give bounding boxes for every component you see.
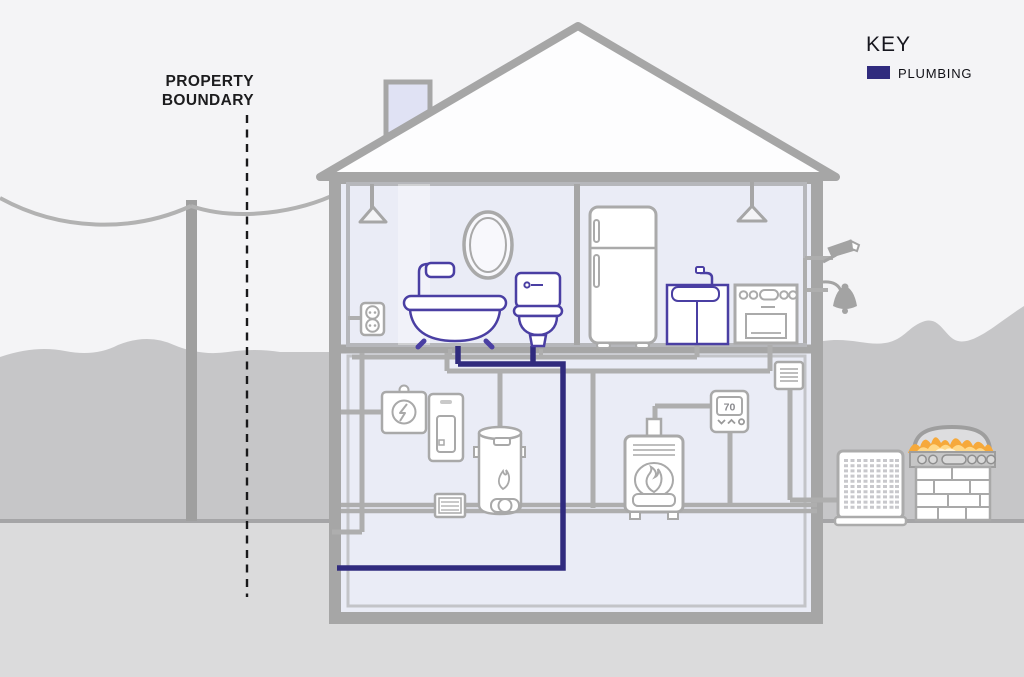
water-heater [473, 425, 526, 516]
gray-pipe-network [332, 180, 839, 535]
furnace [623, 417, 685, 520]
breaker-panel [427, 392, 465, 463]
floor-vent-grate [433, 492, 467, 519]
ac-grille [844, 459, 899, 510]
mode-icon [738, 418, 746, 426]
pendant-light-bathroom [358, 205, 388, 224]
brick-grill [908, 424, 996, 522]
outdoor-lamp [822, 280, 857, 314]
security-camera [822, 239, 861, 264]
power-lines [0, 191, 339, 227]
temp-down-icon [717, 419, 726, 425]
bathtub-with-shower [402, 261, 508, 350]
property-boundary-line1: PROPERTY [166, 73, 255, 90]
grill-bricks [914, 465, 992, 522]
oval-mirror [462, 210, 514, 280]
plumbing-pipe-run [337, 346, 566, 571]
legend-title: KEY [866, 33, 911, 56]
left-ground-hill [0, 339, 332, 524]
utility-pole [186, 200, 197, 521]
temp-up-icon [727, 418, 736, 425]
wall-outlet [359, 301, 386, 337]
thermostat: 70 [709, 389, 750, 434]
toilet [512, 271, 564, 348]
legend: KEY PLUMBING [866, 33, 972, 81]
property-boundary-line2: BOUNDARY [162, 92, 254, 109]
plumbing-swatch [867, 66, 890, 79]
wall-vent [773, 360, 805, 391]
electric-meter [380, 384, 428, 435]
property-boundary-label: PROPERTY BOUNDARY [162, 73, 254, 109]
pendant-light-kitchen [736, 204, 768, 223]
kitchen-sink-cabinet [665, 266, 730, 346]
refrigerator [588, 205, 658, 349]
oven [733, 283, 799, 345]
legend-plumbing-label: PLUMBING [898, 66, 972, 81]
ac-unit [833, 449, 908, 527]
thermostat-reading: 70 [724, 402, 736, 414]
